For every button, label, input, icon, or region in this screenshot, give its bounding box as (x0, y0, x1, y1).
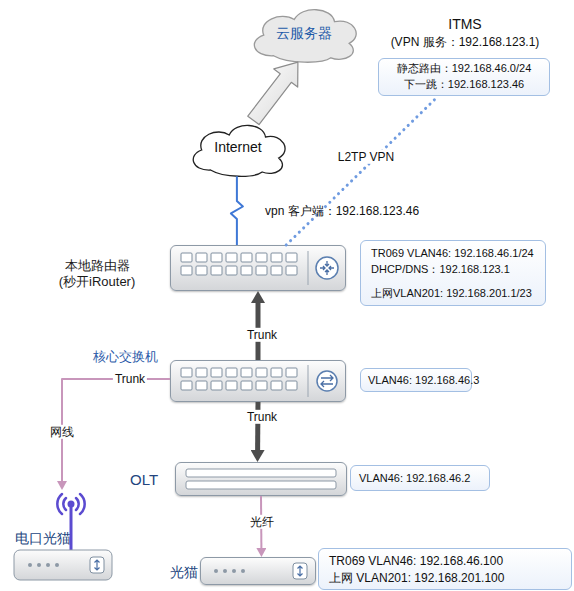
info-box: TR069 VLAN46: 192.168.46.100 上网 VLAN201: … (318, 548, 572, 590)
olt-device: OLT (175, 462, 347, 496)
wifi-ont-device (14, 550, 112, 580)
server-heading: ITMS (379, 16, 551, 34)
ont-light (37, 563, 41, 567)
info-text: VLAN46: 192.168.46.2 (359, 472, 470, 486)
wifi-ont-lights (28, 563, 59, 567)
server-subheading: (VPN 服务：192.168.123.1) (369, 35, 561, 50)
cloud-label: Internet (183, 139, 293, 157)
antenna-waves (57, 494, 84, 514)
ont-light (46, 563, 50, 567)
route-text: 静态路由：192.168.46.0/24 (379, 62, 549, 76)
info-text: 上网VLAN201: 192.168.201.1/23 (371, 287, 532, 301)
internet-cloud: Internet (183, 118, 293, 178)
router-device: 本地路由器 (秒开iRouter) (170, 245, 346, 291)
device-heading: OLT (130, 471, 158, 490)
info-text: DHCP/DNS：192.168.123.1 (371, 263, 510, 277)
ont-device: 光猫 (200, 557, 316, 585)
switch-device: 核心交换机 (170, 360, 346, 402)
cloud-server: 云服务器 (243, 2, 365, 64)
device-heading: 本地路由器 (秒开iRouter) (47, 258, 147, 291)
edge-label: Trunk (245, 328, 279, 342)
device-heading: 核心交换机 (87, 349, 163, 365)
info-box: VLAN46: 192.168.46.2 (350, 465, 490, 491)
ont-icon-arrows (95, 560, 100, 570)
cable-link (62, 379, 170, 481)
info-text: 上网 VLAN201: 192.168.201.100 (329, 571, 504, 586)
hollow-arrow (248, 62, 298, 125)
wan-link (231, 176, 243, 245)
info-text: VLAN46: 192.168.46.3 (368, 374, 479, 388)
cable-label: 网线 (48, 425, 76, 439)
ont-light (55, 563, 59, 567)
info-box: TR069 VLAN46: 192.168.46.1/24DHCP/DNS：19… (360, 240, 546, 306)
antenna-tip (68, 501, 75, 508)
info-text: TR069 VLAN46: 192.168.46.100 (329, 554, 503, 569)
wifi-ont-device: 电口光猫 (13, 490, 113, 582)
device-heading: 光猫 (170, 564, 198, 582)
itms-box: ITMS(VPN 服务：192.168.123.1)静态路由：192.168.4… (378, 58, 550, 96)
vpn-client-label: vpn 客户端：192.168.123.46 (265, 204, 419, 218)
edge-label: Trunk (113, 372, 147, 386)
ont-light (28, 563, 32, 567)
edge-label: 光纤 (248, 515, 276, 529)
edge-label: L2TP VPN (336, 150, 396, 164)
edge-label: Trunk (245, 410, 279, 424)
device-heading: 电口光猫 (15, 530, 71, 548)
ont-icon (90, 557, 104, 573)
info-text: TR069 VLAN46: 192.168.46.1/24 (371, 247, 534, 261)
route-text: 下一跳：192.168.123.46 (379, 78, 549, 92)
vpn-tunnel (286, 96, 438, 245)
info-box: VLAN46: 192.168.46.3 (360, 368, 472, 392)
cloud-label: 云服务器 (243, 25, 365, 43)
